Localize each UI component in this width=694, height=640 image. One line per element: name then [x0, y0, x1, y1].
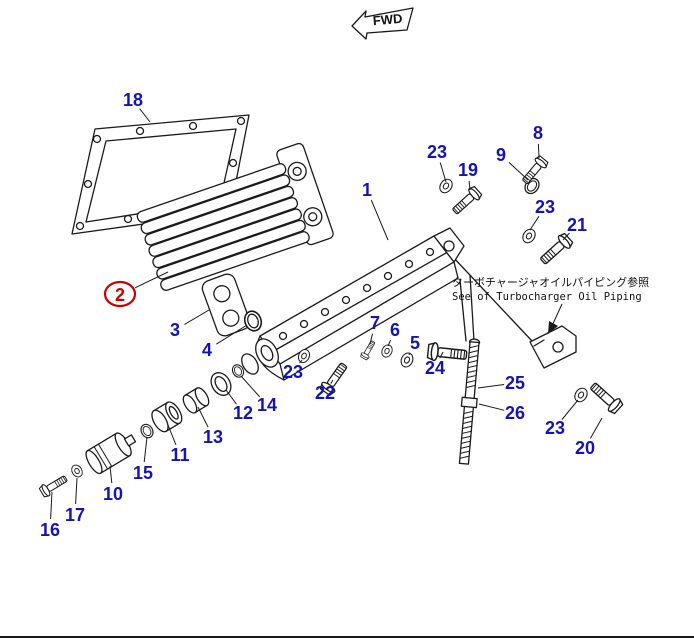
leader-line	[75, 477, 78, 505]
cup-13	[182, 387, 210, 414]
part-label-24: 24	[425, 358, 445, 378]
leader-line	[216, 324, 248, 345]
fwd-label: FWD	[372, 11, 403, 29]
part-label-19: 19	[458, 160, 478, 180]
leader-line	[109, 465, 113, 484]
part-label-15: 15	[133, 463, 153, 483]
leader-line	[370, 199, 389, 241]
cooler-gasket-3	[201, 273, 251, 337]
turbo-note: ターボチャージャオイルパイピング参照 See of Turbocharger O…	[452, 275, 649, 334]
leader-line	[184, 309, 210, 325]
housing-1	[241, 227, 533, 381]
leader-line	[50, 491, 53, 520]
part-label-10: 10	[103, 484, 123, 504]
leader-line	[478, 403, 505, 411]
leader-line	[537, 143, 540, 159]
threaded-rod-25-26	[458, 338, 481, 465]
part-label-23: 23	[545, 418, 565, 438]
leader-line	[197, 406, 209, 428]
part-label-23: 23	[427, 142, 447, 162]
stud-7	[359, 339, 378, 361]
leader-line	[508, 162, 529, 181]
washer-23-bottom	[571, 385, 591, 405]
part-label-11: 11	[170, 445, 189, 465]
oil-cooler-core-2	[136, 142, 334, 291]
leader-line	[439, 162, 447, 183]
part-label-1: 1	[362, 180, 372, 200]
bolt-20	[586, 379, 625, 416]
leader-line	[589, 417, 603, 439]
fwd-symbol: FWD	[351, 7, 414, 40]
leader-line	[143, 436, 148, 463]
bolt-21	[536, 231, 575, 268]
leader-line	[139, 108, 151, 123]
note-japanese: ターボチャージャオイルパイピング参照	[452, 275, 649, 289]
bolt-19	[449, 184, 484, 218]
filter-cartridge-10	[85, 432, 137, 475]
part-label-8: 8	[533, 123, 543, 143]
part-label-25: 25	[505, 373, 525, 393]
part-label-20: 20	[575, 438, 595, 458]
leader-line	[167, 424, 177, 445]
washer-6	[379, 342, 395, 360]
washer-17	[69, 462, 85, 480]
part-label-16: 16	[40, 520, 60, 540]
turbo-piping-bracket	[529, 325, 577, 369]
part-label-17: 17	[65, 505, 85, 525]
highlight-circle	[103, 280, 137, 308]
part-label-6: 6	[390, 320, 400, 340]
part-label-18: 18	[123, 90, 143, 110]
part-label-23: 23	[283, 362, 303, 382]
leader-line	[387, 339, 392, 347]
part-label-7: 7	[370, 313, 380, 333]
leader-line	[369, 333, 373, 345]
bolt-16	[38, 472, 70, 499]
leader-line	[225, 389, 237, 405]
leader-line	[529, 215, 540, 231]
leader-line	[135, 271, 169, 289]
part-label-13: 13	[203, 427, 223, 447]
leader-line	[299, 359, 303, 364]
leader-line	[561, 399, 579, 420]
leader-line	[330, 379, 334, 384]
washer-23-right	[519, 226, 539, 246]
leader-line	[468, 180, 471, 191]
part-label-22: 22	[315, 383, 335, 403]
part-label-21: 21	[567, 215, 587, 235]
part-label-5: 5	[410, 333, 420, 353]
part-label-23: 23	[535, 197, 555, 217]
part-label-4: 4	[202, 340, 212, 360]
part-label-12: 12	[233, 403, 253, 423]
leader-line	[240, 375, 261, 398]
part-label-14: 14	[257, 395, 277, 415]
part-label-26: 26	[505, 403, 525, 423]
note-arrowhead	[548, 321, 558, 334]
cap-11	[151, 401, 183, 433]
leader-line	[477, 384, 505, 389]
washer-23-top	[436, 176, 456, 196]
leader-line	[408, 352, 411, 356]
ring-12	[210, 372, 232, 396]
leader-line	[562, 232, 570, 241]
part-label-2: 2	[115, 285, 125, 305]
part-label-9: 9	[496, 145, 506, 165]
washer-5	[398, 350, 416, 370]
leader-line	[439, 351, 444, 359]
note-english: See of Turbocharger Oil Piping	[452, 291, 642, 303]
part-label-3: 3	[170, 320, 180, 340]
